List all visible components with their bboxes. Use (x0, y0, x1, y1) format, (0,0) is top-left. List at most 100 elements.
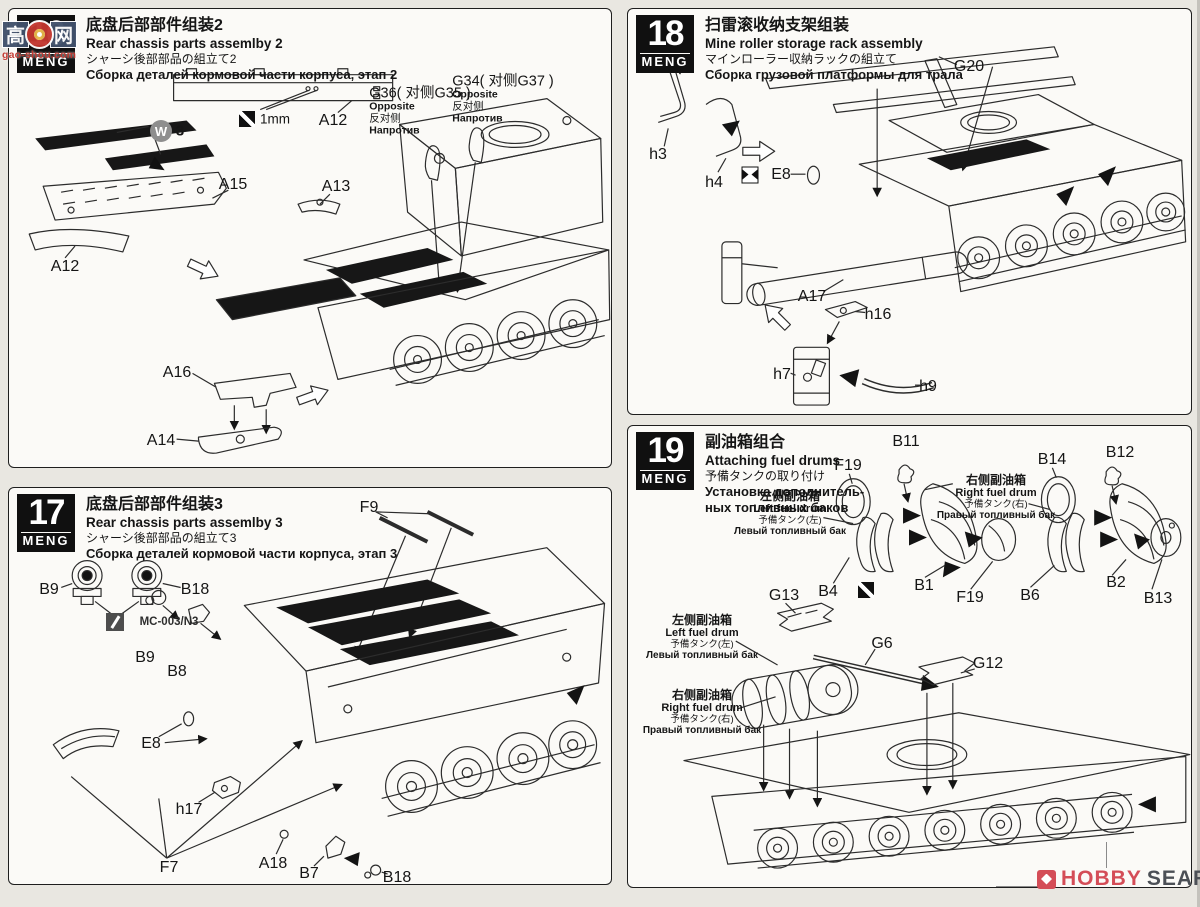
part-label-E8: E8 (771, 166, 791, 183)
part-label-B8: B8 (167, 663, 187, 680)
part-label-G6: G6 (871, 635, 893, 652)
part-label-A17: A17 (797, 288, 827, 305)
step-titles: 底盘后部部件组装3 Rear chassis parts assemlby 3 … (86, 494, 397, 562)
part-label-G13: G13 (768, 587, 800, 604)
part-label-B1: B1 (914, 577, 934, 594)
title-ru: Установка дополнитель- ных топливных бак… (705, 484, 865, 515)
title-cn: 底盘后部部件组装2 (86, 17, 223, 34)
title-cn: 底盘后部部件组装3 (86, 496, 223, 513)
blade-icon (858, 582, 874, 598)
crop-mark-vertical (1106, 842, 1107, 868)
step-number-box: 18 MENG (636, 15, 694, 73)
part-label-F19: F19 (834, 457, 862, 474)
part-label-B18: B18 (382, 869, 412, 886)
title-en: Attaching fuel drums (705, 453, 841, 468)
part-label-F9: F9 (359, 499, 379, 516)
crop-mark-horizontal (996, 886, 1040, 887)
part-label-A14: A14 (146, 432, 176, 449)
meng-logo: MENG (21, 53, 71, 69)
drill-icon (239, 111, 255, 127)
part-label-B7: B7 (299, 865, 319, 882)
gao-logo: 高 网 (2, 20, 77, 49)
step-titles: 副油箱组合 Attaching fuel drums 予備タンクの取り付け Ус… (705, 432, 864, 516)
scan-edge-shadow (1197, 0, 1200, 907)
step-panel-16: 16 MENG 底盘后部部件组装2 Rear chassis parts ass… (8, 8, 612, 468)
paint-icon (106, 613, 124, 631)
part-label-B9: B9 (39, 581, 59, 598)
step17-illustration (52, 510, 606, 879)
part-label-h3: h3 (649, 146, 667, 163)
meng-logo: MENG (21, 532, 71, 548)
title-jp: シャーシ後部部品の組立て2 (86, 52, 237, 66)
part-label-h4: h4 (705, 174, 723, 191)
gao-url: gao-shou.com (2, 49, 77, 61)
title-ru: Сборка деталей кормовой части корпуса, э… (86, 67, 398, 82)
part-label-h7: h7 (773, 366, 791, 383)
title-ru: Сборка грузовой платформы для трала (705, 67, 963, 82)
step16-illustration (28, 68, 611, 454)
step-number-box: 19 MENG (636, 432, 694, 490)
part-label-1mm: 1mm (260, 111, 290, 127)
step-titles: 扫雷滚收纳支架组装 Mine roller storage rack assem… (705, 15, 963, 83)
optional-icon (741, 166, 759, 184)
part-label-3: 3 (175, 122, 185, 140)
part-label-A12: A12 (50, 258, 80, 275)
part-label-A16: A16 (162, 364, 192, 381)
step-number-box: 17 MENG (17, 494, 75, 552)
gao-watermark: 高 网 gao-shou.com (2, 20, 77, 61)
part-label-E8: E8 (141, 735, 161, 752)
step-titles: 底盘后部部件组装2 Rear chassis parts assemlby 2 … (86, 15, 397, 83)
gao-right-char: 网 (50, 21, 77, 48)
title-en: Rear chassis parts assemlby 3 (86, 515, 283, 530)
part-label-B6: B6 (1020, 587, 1040, 604)
search-word: SEARCH (1146, 867, 1200, 890)
part-label-h16: h16 (864, 306, 892, 323)
step-panel-18: 18 MENG 扫雷滚收纳支架组装 Mine roller storage ra… (627, 8, 1192, 415)
part-label-A12: A12 (318, 112, 348, 129)
part-label-G12: G12 (972, 655, 1004, 672)
part-label-h17: h17 (175, 801, 203, 818)
step19-illustration (683, 464, 1191, 869)
title-en: Rear chassis parts assemlby 2 (86, 36, 283, 51)
step-number: 17 (28, 493, 66, 532)
part-label-B13: B13 (1143, 590, 1173, 607)
part-label-F19: F19 (956, 589, 984, 606)
part-label-A13: A13 (321, 178, 351, 195)
title-cn: 副油箱组合 (705, 434, 786, 451)
part-label-F7: F7 (159, 859, 179, 876)
gao-gear-icon (25, 20, 54, 49)
part-label-G20: G20 (953, 58, 985, 75)
meng-logo: MENG (640, 470, 690, 486)
part-label-A18: A18 (258, 855, 288, 872)
part-label-B12: B12 (1105, 444, 1135, 461)
part-label-B2: B2 (1106, 574, 1126, 591)
part-label-B14: B14 (1037, 451, 1067, 468)
gao-left-char: 高 (2, 21, 29, 48)
step-number: 19 (647, 431, 685, 470)
part-label-B11: B11 (892, 433, 920, 450)
part-label-B9: B9 (135, 649, 155, 666)
hobby-word: HOBBY (1061, 867, 1142, 890)
part-label-B4: B4 (818, 583, 838, 600)
part-label-MC-003/N3: MC-003/N3 (139, 616, 199, 628)
meng-logo: MENG (640, 53, 690, 69)
step-panel-19: 19 MENG 副油箱组合 Attaching fuel drums 予備タンク… (627, 425, 1192, 888)
title-ru: Сборка деталей кормовой части корпуса, э… (86, 546, 398, 561)
step-panel-17: 17 MENG 底盘后部部件组装3 Rear chassis parts ass… (8, 487, 612, 886)
step18-illustration (647, 46, 1187, 406)
title-cn: 扫雷滚收纳支架组装 (705, 17, 850, 34)
part-label-B18: B18 (180, 581, 210, 598)
hobby-search-watermark: HOBBY SEARCH (1037, 867, 1200, 891)
hobby-logo-icon (1037, 869, 1056, 889)
title-jp: 予備タンクの取り付け (705, 469, 826, 483)
title-jp: マインローラー収納ラックの組立て (705, 52, 898, 66)
part-label-h9: h9 (919, 378, 937, 395)
wheel-icon: W (150, 120, 172, 142)
title-en: Mine roller storage rack assembly (705, 36, 923, 51)
